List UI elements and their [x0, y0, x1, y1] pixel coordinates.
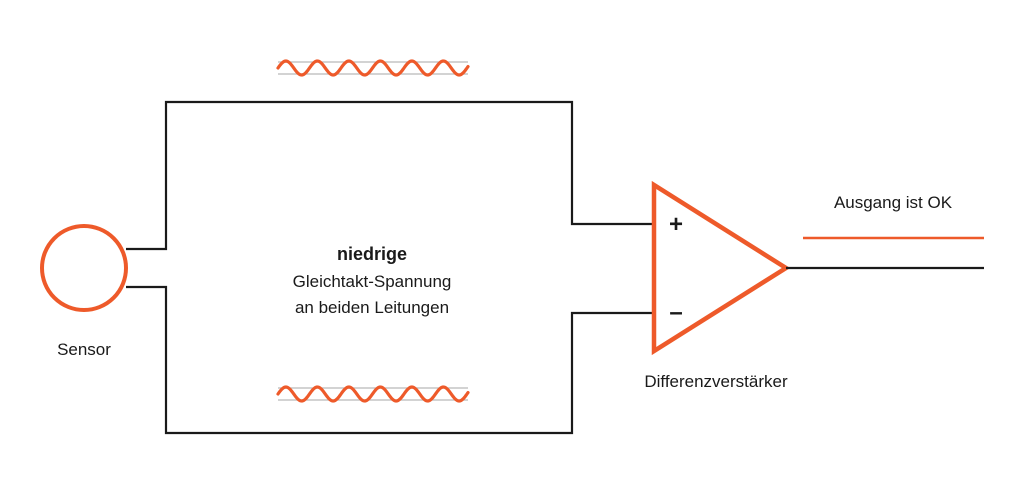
output-status-label: Ausgang ist OK	[834, 193, 953, 212]
common-mode-label-line2: Gleichtakt-Spannung	[293, 272, 452, 291]
noise-wave-bottom	[276, 385, 470, 403]
amplifier-label: Differenzverstärker	[644, 372, 788, 391]
noise-sine-curve	[276, 59, 470, 77]
sensor-label: Sensor	[57, 340, 111, 359]
noise-sine-curve	[276, 385, 470, 403]
noise-wave-top	[276, 59, 470, 77]
signal-wire-upper	[126, 100, 654, 251]
signal-wire-lower	[126, 285, 654, 435]
sensor-circle	[40, 224, 128, 312]
common-mode-label-bold: niedrige	[337, 244, 407, 264]
common-mode-label-line3: an beiden Leitungen	[295, 298, 449, 317]
amplifier-plus-sign: +	[669, 211, 683, 238]
differential-amplifier-triangle	[651, 180, 791, 356]
amplifier-minus-sign: –	[669, 299, 682, 326]
